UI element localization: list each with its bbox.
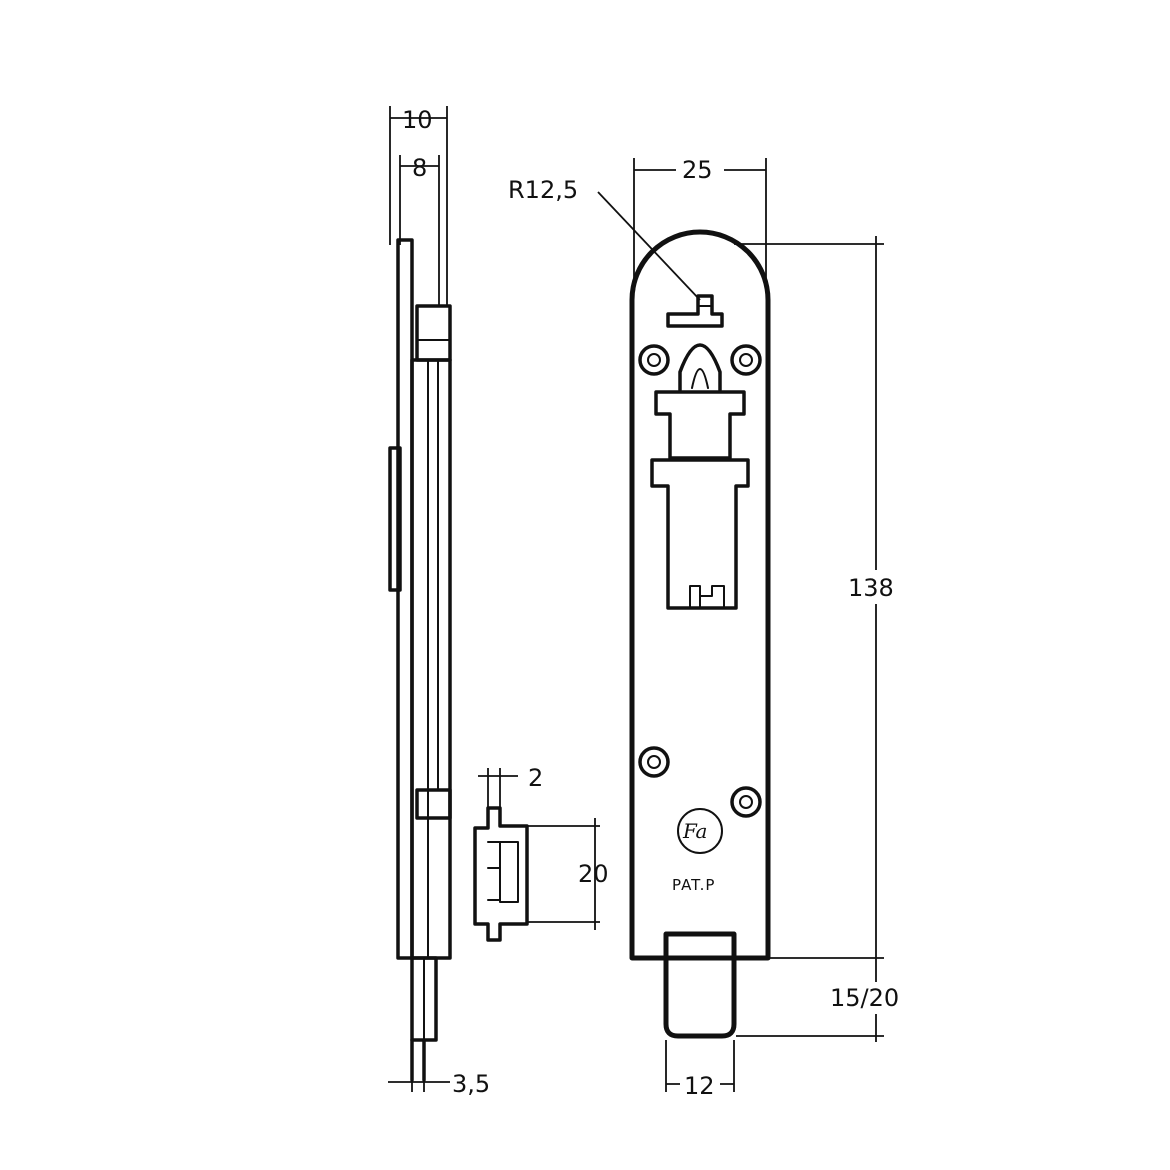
dim-bolt-width: 12 (665, 1040, 735, 1100)
side-plate-step (388, 446, 402, 592)
dim-label-15-20: 15/20 (830, 984, 899, 1012)
keeper-outline (473, 806, 529, 942)
dim-keeper-thickness: 2 (478, 764, 543, 808)
front-plate-outline (629, 229, 771, 961)
dim-label-12: 12 (684, 1072, 715, 1100)
knob-dome (678, 343, 722, 392)
patent-marking: PAT.P (672, 876, 715, 894)
dim-label-8: 8 (412, 154, 427, 182)
dim-pin-diameter: 3,5 (388, 1070, 490, 1098)
side-face-plate (396, 238, 414, 960)
lever-slot (689, 585, 725, 609)
side-body (410, 358, 452, 960)
dim-label-r12-5: R12,5 (508, 176, 578, 204)
front-view: Fa PAT.P (629, 229, 771, 1039)
dim-radius: R12,5 (508, 176, 701, 301)
screw-top-right (730, 344, 762, 376)
bolt (663, 931, 737, 1039)
keeper-view: 2 20 (473, 764, 609, 942)
brand-logo-text: Fa (682, 819, 707, 843)
lever-collar-upper (654, 390, 746, 460)
dim-label-10: 10 (402, 106, 433, 134)
screw-lower-right (730, 786, 762, 818)
dim-side-total-width: 10 (389, 106, 448, 306)
dim-label-25: 25 (682, 156, 713, 184)
brand-logo: Fa (677, 808, 723, 854)
screw-top-left (638, 344, 670, 376)
side-view: 10 8 3,5 (388, 106, 490, 1098)
top-latch (666, 294, 724, 328)
dim-front-width: 25 (633, 152, 767, 290)
dim-throw: 15/20 (736, 982, 920, 1037)
dim-side-plate-width: 8 (399, 154, 440, 306)
dim-label-2: 2 (528, 764, 543, 792)
side-lower-boss (415, 788, 452, 820)
dim-height: 138 (734, 236, 908, 1042)
dim-label-20: 20 (578, 860, 609, 888)
screw-lower-left (638, 746, 670, 778)
dim-label-138: 138 (848, 574, 894, 602)
lever-collar-lower (650, 458, 750, 610)
side-upper-boss (415, 304, 452, 362)
dim-keeper-height: 20 (527, 818, 609, 930)
dim-label-3-5: 3,5 (452, 1070, 490, 1098)
